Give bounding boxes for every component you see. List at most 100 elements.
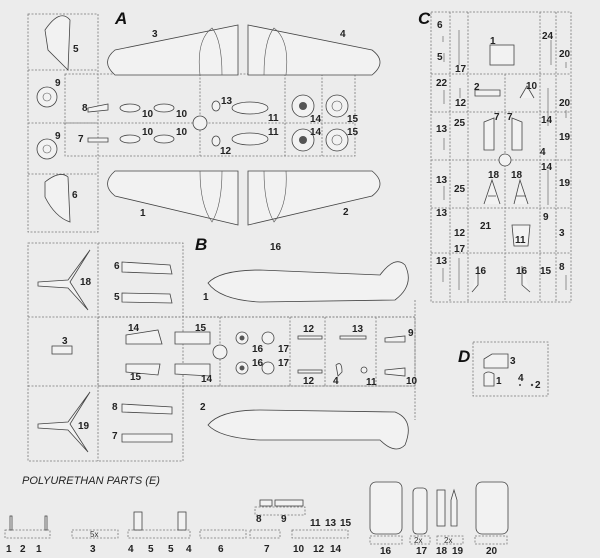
fuselage-left [207,261,409,303]
sprue-c-part-number: 4 [540,147,546,158]
polyurethan-part-number: 5 [148,544,154,555]
quantity-multiplier: 5x [90,530,98,539]
wing-upper-left [107,24,239,76]
polyurethan-part-number: 20 [486,546,498,557]
sprue-a-part-number: 10 [176,127,188,138]
sprue-d-part-number: 3 [510,356,516,367]
sprue-d-letter: D [458,347,470,366]
sprue-c-part-number: 17 [455,64,467,75]
sprue-c-part-number: 18 [511,170,523,181]
sprue-c-part-number: 16 [475,266,487,277]
polyurethan-part-number: 7 [264,544,270,555]
sprue-a-part-number: 6 [72,190,78,201]
polyurethan-part-number: 9 [281,514,287,525]
sprue-b-letter: B [195,235,207,254]
sprue-c-part-number: 1 [490,36,496,47]
sprue-a-part-number: 15 [347,127,359,138]
sprue-c-letter: C [418,9,431,28]
polyurethan-part-number: 1 [6,544,12,555]
sprue-c-part-number: 16 [516,266,528,277]
sprue-a-part-number: 7 [78,134,84,145]
sprue-b-part-number: 10 [406,376,418,387]
sprue-c-part-number: 25 [454,184,466,195]
sprue-b-part-number: 7 [112,431,118,442]
quantity-multiplier: 2x [444,536,452,545]
sprue-c-part-number: 18 [488,170,500,181]
sprue-c-part-number: 22 [436,78,448,89]
sprue-b-part-number: 15 [130,372,142,383]
rudder-part-6 [44,174,71,223]
sprue-a-part-number: 5 [73,44,79,55]
sprue-c-part-number: 13 [436,208,448,219]
sprue-b-part-number: 19 [78,421,90,432]
polyurethan-parts-title: POLYURETHAN PARTS (E) [22,475,160,487]
polyurethan-part-number: 4 [186,544,192,555]
sprue-c-part-number: 20 [559,98,571,109]
sprue-c-part-number: 12 [454,228,466,239]
sprue-b-part-number: 1 [203,292,209,303]
sprue-a-part-number: 10 [176,109,188,120]
sprue-b-center-frame [97,316,416,387]
sprue-b-part-number: 15 [195,323,207,334]
polyurethan-part-number: 3 [90,544,96,555]
sprue-b-part-number: 16 [252,344,264,355]
quantity-multiplier: 2x [414,536,422,545]
sprue-b-part-number: 2 [200,402,206,413]
polyurethan-part-number: 1 [36,544,42,555]
sprue-b-part-number: 14 [201,374,213,385]
sprue-c-part-number: 14 [541,162,553,173]
sprue-gate [192,115,208,131]
polyurethan-part-number: 13 [325,518,337,529]
sprue-a-part-number: 3 [152,29,158,40]
sprue-c-part-number: 24 [542,31,554,42]
sprue-c-part-number: 20 [559,49,571,60]
polyurethan-part-number: 19 [452,546,464,557]
sprue-b-part-number: 16 [252,358,264,369]
sprue-a-part-number: 8 [82,103,88,114]
polyurethan-part-number: 2 [20,544,26,555]
propeller-19 [37,391,91,453]
propeller-18 [37,249,91,311]
sprue-a-part-number: 1 [140,208,146,219]
polyurethan-part-number: 14 [330,544,342,555]
instrument-panel [489,44,515,66]
sprue-c-part-number: 14 [541,115,553,126]
sprue-c-part-number: 8 [559,262,565,273]
sprue-c-part-number: 12 [455,98,467,109]
sprue-c-part-number: 5 [437,52,443,63]
sprue-b-part-number: 5 [114,292,120,303]
sprue-c-part-number: 7 [507,112,513,123]
sprue-b-part-number: 3 [62,336,68,347]
sprue-a-letter: A [114,9,127,28]
sprue-b-part-number: 12 [303,324,315,335]
polyurethan-part-number: 4 [128,544,134,555]
sprue-a-part-number: 9 [55,78,61,89]
sprue-c-frame [430,11,572,303]
canopy [483,353,509,369]
polyurethan-part-number: 6 [218,544,224,555]
sprue-c-part-number: 15 [540,266,552,277]
sprue-a-part-number: 14 [310,114,322,125]
sprue-b-part-number: 12 [303,376,315,387]
polyurethan-part-number: 11 [310,518,321,529]
sprue-b-part-number: 4 [333,376,339,387]
sprue-a-part-number: 4 [340,29,346,40]
sprue-c-part-number: 11 [515,235,526,246]
wing-lower-right [247,170,381,226]
sprue-b-part-number: 6 [114,261,120,272]
engine-20 [475,481,509,535]
sprue-c-part-number: 2 [474,82,480,93]
fuselage-right [207,409,409,450]
sprue-c-part-number: 7 [494,112,500,123]
wing-upper-right [247,24,381,76]
sprue-b-part-number: 14 [128,323,140,334]
sprue-a-part-number: 14 [310,127,322,138]
sprue-a-part-number: 11 [268,127,279,138]
sprue-b-left-frame [27,242,184,462]
polyurethan-part-number: 16 [380,546,392,557]
sprue-a-part-number: 9 [55,131,61,142]
sprue-c-part-number: 9 [543,212,549,223]
sprue-c-part-number: 21 [480,221,492,232]
sprue-c-part-number: 13 [436,124,448,135]
